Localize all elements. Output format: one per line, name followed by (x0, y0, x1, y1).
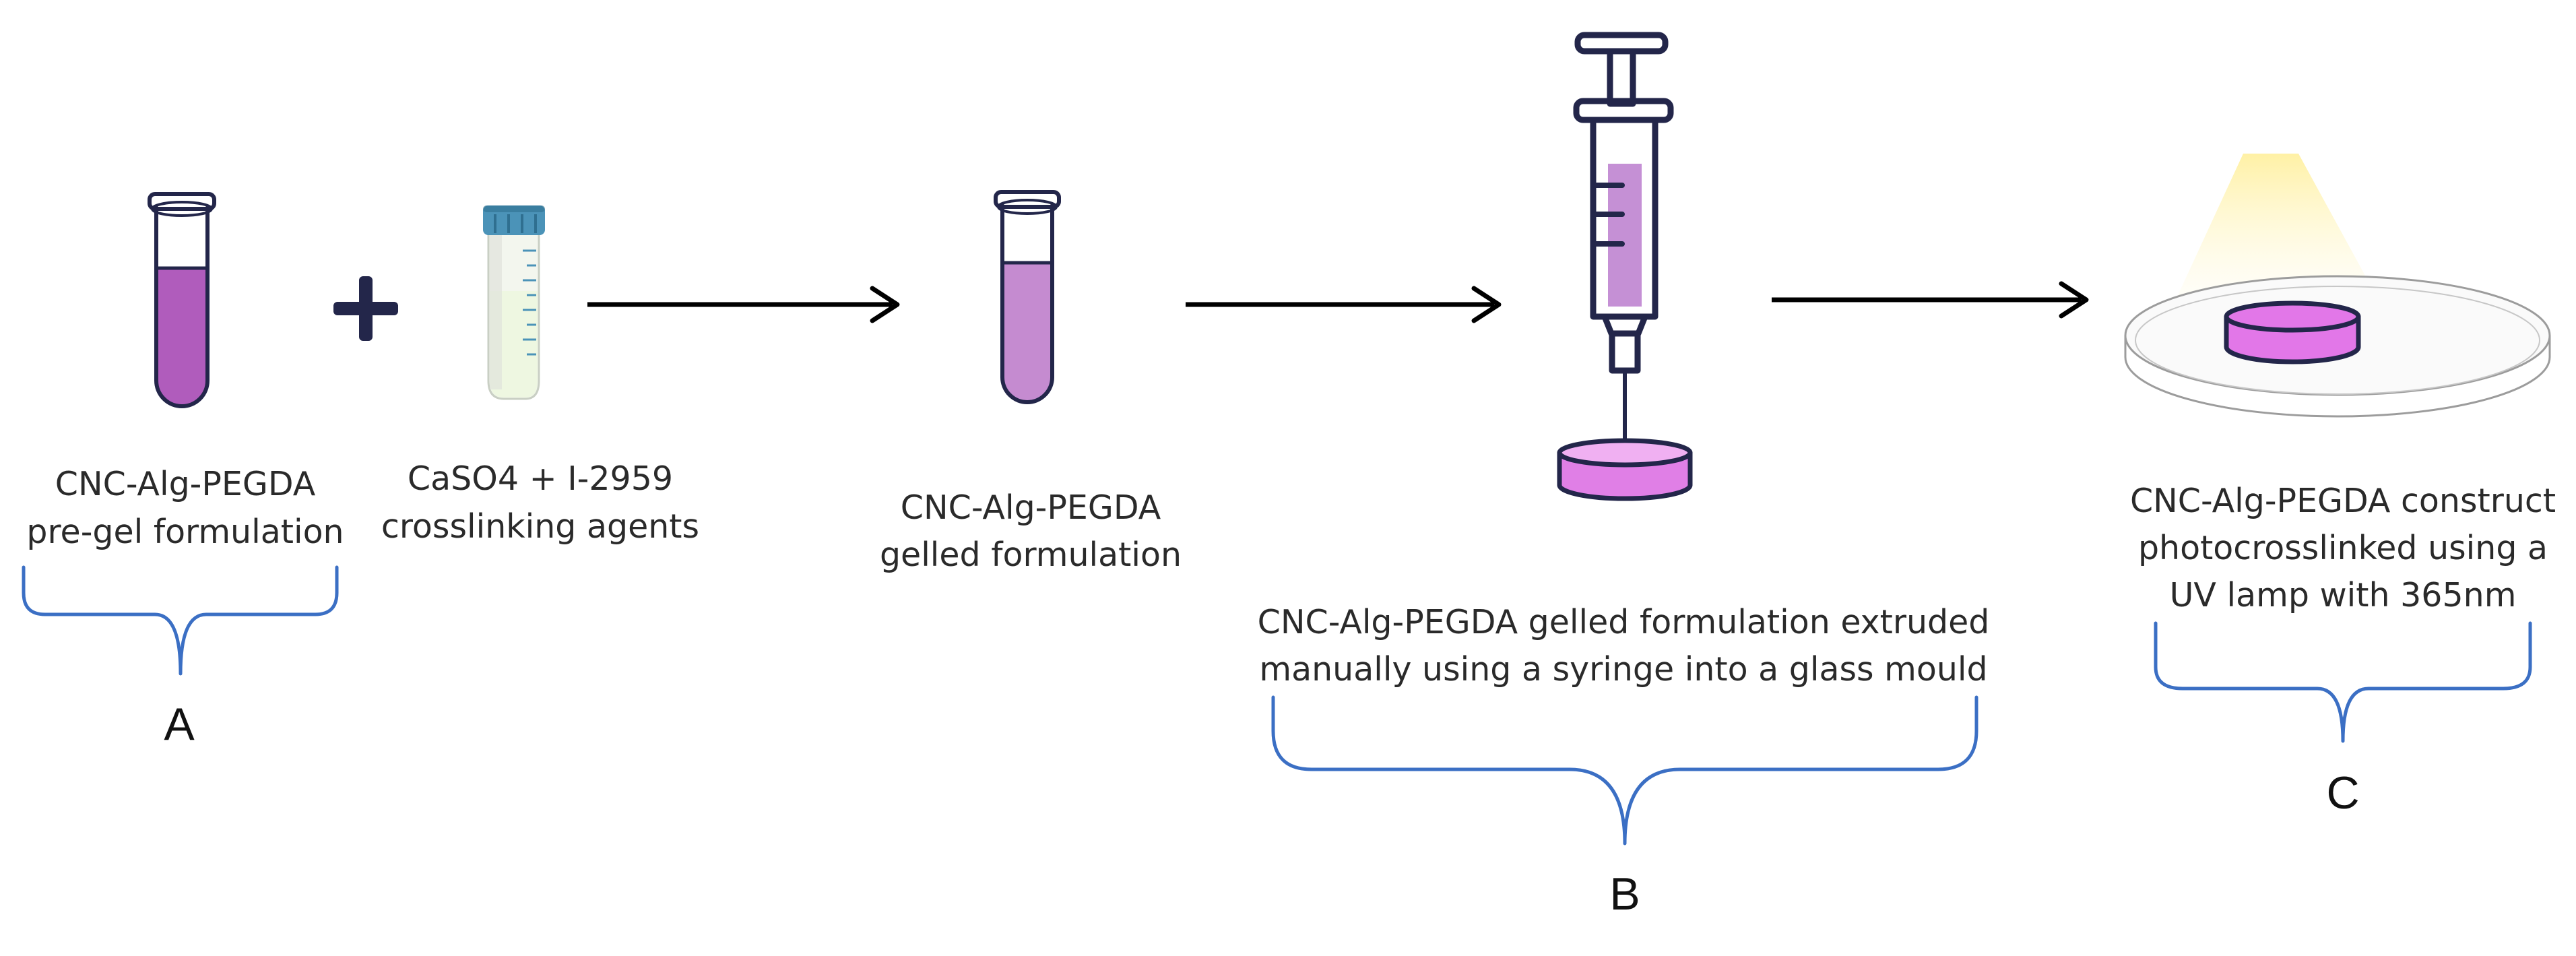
extrude-label-line1: CNC-Alg-PEGDA gelled formulation extrude… (1258, 603, 1990, 641)
agents-label-line2: crosslinking agents (381, 507, 699, 546)
extrude-label-line2: manually using a syringe into a glass mo… (1259, 650, 1987, 689)
photo-label-line3: UV lamp with 365nm (2170, 576, 2517, 614)
gelled-label-line1: CNC-Alg-PEGDA (901, 488, 1161, 527)
gelled-label-line2: gelled formulation (880, 536, 1182, 574)
bracket-letter-c: C (2326, 767, 2359, 819)
falcon-cap (483, 205, 545, 235)
arrow-2 (1186, 286, 1502, 323)
pregel-label-line1: CNC-Alg-PEGDA (55, 465, 316, 503)
bracket-letter-a: A (164, 699, 195, 750)
pregel-liquid (156, 268, 207, 406)
gelled-test-tube-icon (994, 190, 1061, 404)
pregel-label-line2: pre-gel formulation (26, 513, 344, 551)
arrow-3 (1772, 281, 2089, 319)
crosslinked-construct (2224, 300, 2361, 364)
syringe-icon (1573, 32, 1674, 453)
glass-mould-icon (1557, 438, 1693, 501)
bracket-c (2154, 621, 2532, 743)
photo-label-line2: photocrosslinked using a (2138, 529, 2548, 567)
plus-icon (333, 276, 398, 341)
uv-light-icon (2170, 154, 2385, 311)
pregel-test-tube-icon (148, 192, 216, 408)
agents-label-line1: CaSO4 + I-2959 (408, 459, 673, 498)
gelled-liquid (1002, 263, 1052, 402)
falcon-tube-icon (483, 205, 545, 400)
bracket-letter-b: B (1609, 868, 1640, 920)
photo-label-line1: CNC-Alg-PEGDA construct (2130, 482, 2556, 520)
bracket-a (22, 565, 339, 676)
bracket-b (1271, 695, 1978, 846)
arrow-1 (587, 286, 900, 323)
